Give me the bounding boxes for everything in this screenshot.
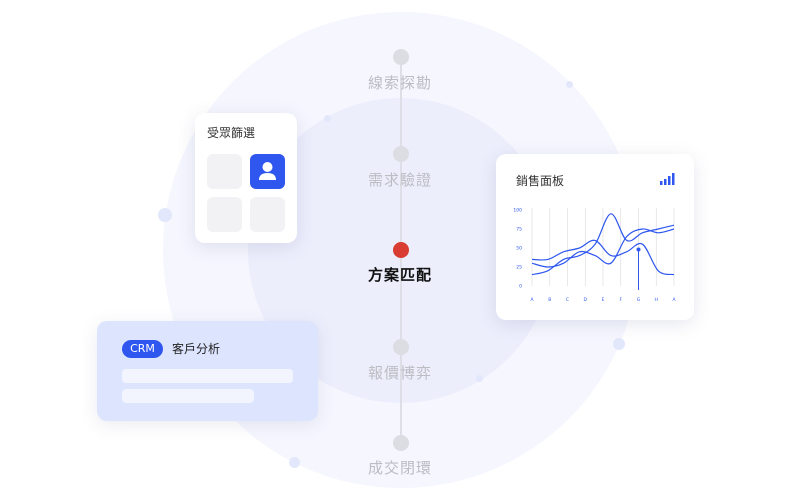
step-dot-5[interactable] (393, 435, 409, 451)
chart-y-tick: 75 (516, 227, 522, 233)
sales-line-chart: A B C D E F G H A 0 25 50 75 100 (513, 208, 676, 304)
step-dot-4[interactable] (393, 339, 409, 355)
chart-y-tick: 50 (516, 246, 522, 252)
chart-x-tick: H (655, 297, 658, 303)
decor-dot (289, 457, 300, 468)
step-label-1[interactable]: 線索探勘 (367, 74, 432, 92)
chart-series-line-1 (531, 239, 675, 276)
decor-dot (566, 81, 573, 88)
step-label-4[interactable]: 報價博弈 (367, 364, 432, 382)
sales-dashboard-title: 銷售面板 (516, 174, 565, 188)
chart-series-line-3 (531, 228, 675, 268)
step-dot-3-active[interactable] (393, 242, 409, 258)
decor-dot (158, 208, 172, 222)
audience-tile[interactable] (207, 154, 242, 189)
audience-filter-title: 受眾篩選 (207, 126, 256, 140)
chart-x-tick: B (548, 297, 551, 303)
chart-x-tick: F (619, 297, 622, 303)
chart-x-tick: A (530, 297, 534, 303)
crm-badge: CRM (122, 340, 163, 358)
decor-dot (613, 338, 625, 350)
chart-y-tick: 0 (519, 284, 522, 290)
step-dot-2[interactable] (393, 146, 409, 162)
step-label-5[interactable]: 成交閉環 (367, 459, 432, 477)
crm-title: 客戶分析 (172, 342, 221, 356)
chart-highlight-point[interactable] (636, 247, 641, 252)
placeholder-bar (122, 369, 293, 383)
crm-analysis-card: CRM 客戶分析 (97, 321, 318, 421)
step-label-2[interactable]: 需求驗證 (367, 171, 432, 189)
decor-dot (324, 115, 331, 122)
signal-bars-icon[interactable] (660, 173, 676, 185)
step-label-3[interactable]: 方案匹配 (367, 266, 432, 284)
chart-x-tick: A (672, 297, 676, 303)
chart-x-tick: G (637, 297, 641, 303)
chart-x-tick: E (602, 297, 605, 303)
audience-filter-card: 受眾篩選 (195, 113, 297, 243)
chart-x-tick: C (566, 297, 569, 303)
placeholder-bar (122, 389, 254, 403)
user-icon (259, 162, 276, 180)
step-dot-1[interactable] (393, 49, 409, 65)
audience-tile[interactable] (207, 197, 242, 232)
audience-tile-selected[interactable] (250, 154, 285, 189)
decor-dot (476, 375, 483, 382)
audience-tile[interactable] (250, 197, 285, 232)
sales-dashboard-card: 銷售面板 A B C D E F G H A 0 25 50 75 100 (496, 154, 694, 320)
chart-y-tick: 100 (513, 208, 522, 214)
chart-x-tick: D (584, 297, 588, 303)
chart-y-tick: 25 (516, 265, 522, 271)
